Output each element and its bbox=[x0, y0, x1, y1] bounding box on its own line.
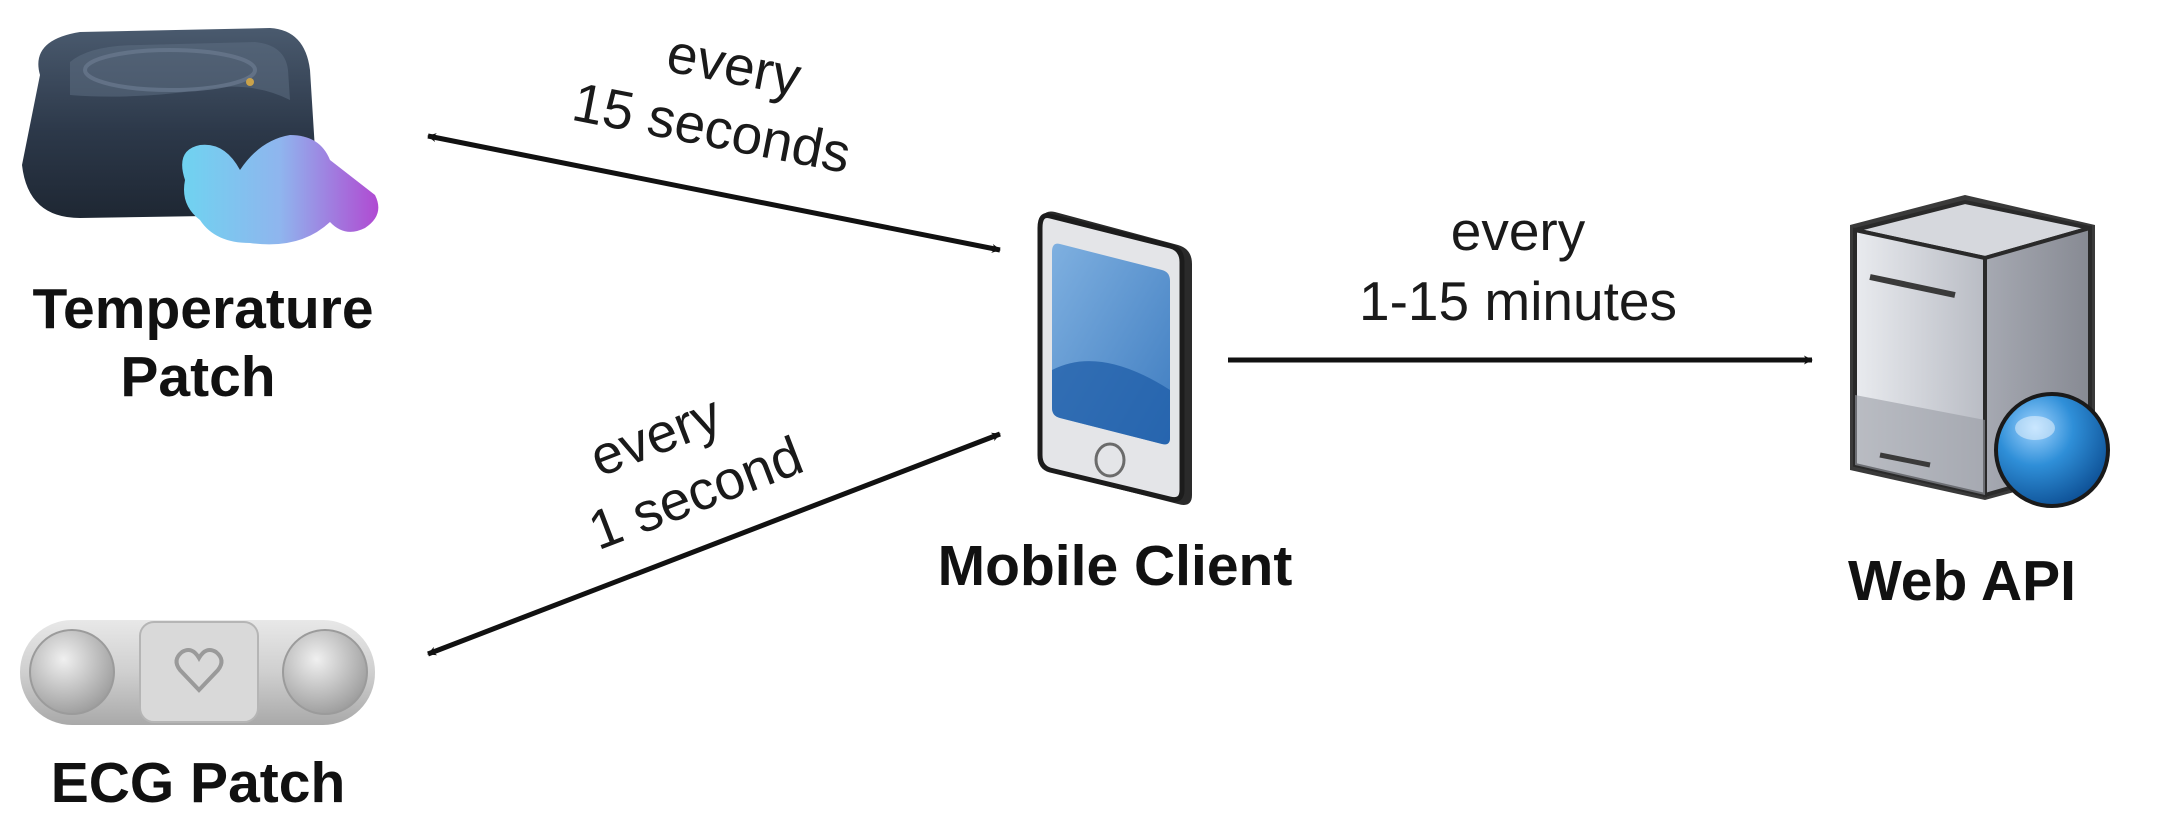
node-label-web-api: Web API bbox=[1848, 549, 2076, 613]
server-globe-icon bbox=[1850, 195, 2110, 508]
connector-temperature-mobile bbox=[427, 133, 1001, 253]
node-label-mobile-client: Mobile Client bbox=[938, 534, 1293, 598]
node-label-temperature-patch: Patch bbox=[120, 345, 275, 409]
edge-label-ecg-mobile: every 1 second bbox=[580, 382, 811, 562]
node-label-temperature-patch: Temperature bbox=[32, 277, 373, 341]
edge-label-temperature-mobile: every 15 seconds bbox=[568, 22, 856, 185]
node-label-ecg-patch: ECG Patch bbox=[51, 751, 346, 815]
connector-ecg-mobile bbox=[427, 431, 1001, 657]
edge-label-line: every bbox=[1451, 200, 1586, 262]
mobile-phone-icon bbox=[1037, 211, 1192, 505]
temperature-patch-icon bbox=[22, 28, 379, 245]
edge-label-line: 1-15 minutes bbox=[1359, 270, 1677, 332]
ecg-patch-icon bbox=[20, 620, 375, 725]
